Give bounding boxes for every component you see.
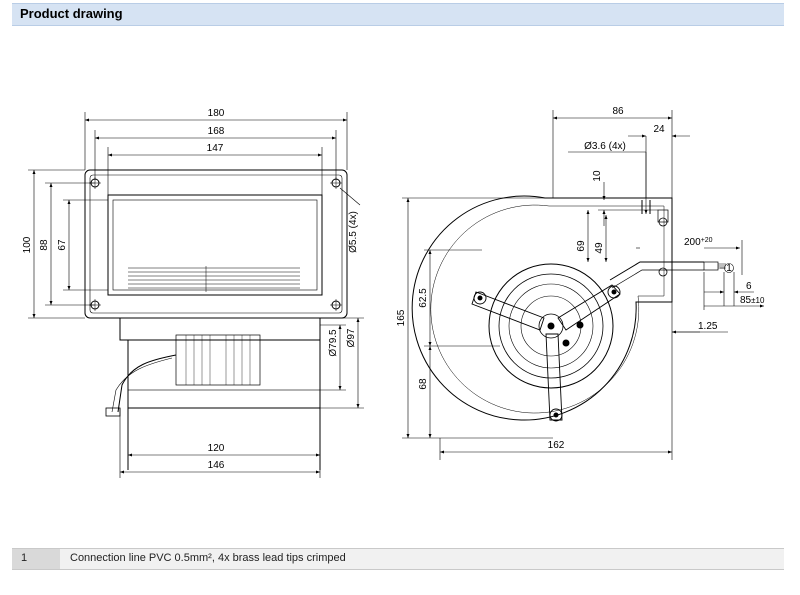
front-view <box>84 169 348 470</box>
housing-upper <box>119 317 321 341</box>
inlet-ring <box>488 263 614 389</box>
dim-68: 68 <box>418 378 429 390</box>
dim-10: 10 <box>592 170 603 182</box>
side-mount-hole <box>658 267 668 277</box>
strut-left <box>471 291 545 331</box>
housing-body <box>127 339 321 409</box>
side-cable <box>609 261 704 281</box>
dim-85: 85±10 <box>740 295 765 306</box>
side-mount-hole <box>658 217 668 227</box>
side-dimensions <box>402 110 764 460</box>
dim-49: 49 <box>594 242 605 254</box>
dim-162: 162 <box>548 440 565 451</box>
front-flange <box>84 169 348 319</box>
dim-86: 86 <box>612 106 624 117</box>
dim-79-5: Ø79.5 <box>328 329 339 357</box>
motor <box>175 334 261 386</box>
front-dimension-labels: 180 168 147 100 88 67 Ø5.5 (4x) Ø79.5 Ø9… <box>22 108 359 471</box>
dim-97: Ø97 <box>346 328 357 347</box>
dim-hole-3-6: Ø3.6 (4x) <box>584 141 626 152</box>
dim-100: 100 <box>22 236 33 253</box>
note-number: 1 <box>21 552 28 564</box>
front-cable <box>117 354 177 413</box>
dim-165: 165 <box>396 309 407 326</box>
side-dimension-labels: 86 24 Ø3.6 (4x) 10 69 49 200+20 165 62.5… <box>396 106 765 451</box>
outlet-opening <box>107 194 323 296</box>
section-header: Product drawing <box>12 3 784 26</box>
dim-24: 24 <box>653 124 665 135</box>
dim-1-25: 1.25 <box>698 321 718 332</box>
note-text: Connection line PVC 0.5mm², 4x brass lea… <box>70 552 346 564</box>
dim-168: 168 <box>208 126 225 137</box>
dim-147: 147 <box>207 143 224 154</box>
side-view <box>411 195 726 422</box>
front-mount-holes <box>89 177 342 311</box>
scroll-housing <box>411 195 673 421</box>
dim-62-5: 62.5 <box>418 288 429 308</box>
impeller-blades <box>128 266 300 292</box>
note-number-cell: 1 <box>12 549 60 569</box>
dim-69: 69 <box>576 240 587 252</box>
dim-120: 120 <box>208 443 225 454</box>
section-title: Product drawing <box>20 6 123 21</box>
front-dimensions <box>28 112 364 478</box>
dim-6: 6 <box>746 281 752 292</box>
dim-146: 146 <box>208 460 225 471</box>
dim-180: 180 <box>208 108 225 119</box>
front-flange-inner <box>89 174 343 314</box>
strut-bottom <box>545 333 563 421</box>
callout-1: 1 <box>726 263 732 274</box>
dim-200: 200+20 <box>684 237 713 248</box>
dim-hole-5-5: Ø5.5 (4x) <box>348 211 359 253</box>
note-row: 1 Connection line PVC 0.5mm², 4x brass l… <box>12 548 784 570</box>
dim-67: 67 <box>57 239 68 251</box>
dim-88: 88 <box>39 239 50 251</box>
